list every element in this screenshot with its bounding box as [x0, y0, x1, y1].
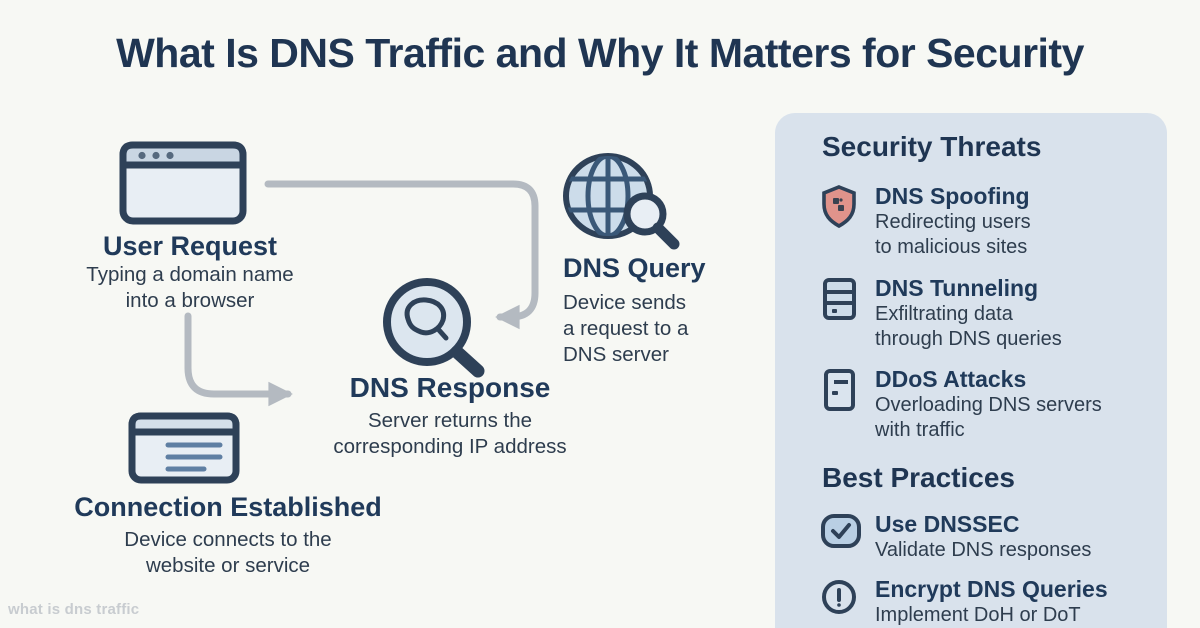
step-title: Connection Established [74, 492, 382, 522]
card-icon [128, 412, 240, 484]
threat-description: Redirecting users to malicious sites [875, 211, 1031, 258]
globe-search-icon [563, 153, 680, 250]
threat-title: DDoS Attacks [875, 366, 1027, 392]
security-panel: Security Threats DNS Spoofing Redirectin… [775, 113, 1167, 628]
practices-header: Best Practices [822, 462, 1016, 493]
practice-title: Encrypt DNS Queries [875, 576, 1108, 602]
server-icon [824, 369, 855, 411]
practice-description: Implement DoH or DoT [875, 604, 1081, 626]
magnifier-icon [383, 278, 485, 378]
step-title: DNS Response [349, 372, 551, 403]
step-description: Device connects to the website or servic… [124, 528, 332, 577]
checkbox-check-icon [821, 514, 861, 548]
practice-title: Use DNSSEC [875, 511, 1020, 537]
page-title: What Is DNS Traffic and Why It Matters f… [116, 30, 1084, 76]
step-dns-query: DNS Query Device sends a request to a DN… [563, 253, 773, 368]
threat-description: Exfiltrating data through DNS queries [875, 303, 1062, 350]
threat-description: Overloading DNS servers with traffic [875, 394, 1102, 441]
info-circle-icon [822, 580, 856, 614]
practice-description: Validate DNS responses [875, 539, 1092, 561]
step-title: User Request [102, 231, 278, 261]
connector-request-to-response [184, 312, 293, 407]
threat-title: DNS Spoofing [875, 183, 1030, 209]
threat-title: DNS Tunneling [875, 275, 1039, 301]
shield-bug-icon [822, 185, 856, 229]
browser-icon [119, 141, 247, 225]
step-description: Typing a domain name into a browser [86, 263, 294, 312]
step-description: Device sends a request to a DNS server [563, 291, 689, 366]
step-description: Server returns the corresponding IP addr… [333, 409, 567, 458]
threats-header: Security Threats [822, 131, 1042, 162]
step-title: DNS Query [563, 253, 706, 283]
step-user-request: User Request Typing a domain name into a… [40, 231, 340, 314]
step-dns-response: DNS Response Server returns the correspo… [300, 372, 600, 460]
step-connection-established: Connection Established Device connects t… [28, 492, 428, 579]
server-stack-icon [823, 278, 856, 320]
watermark: what is dns traffic [8, 601, 140, 618]
